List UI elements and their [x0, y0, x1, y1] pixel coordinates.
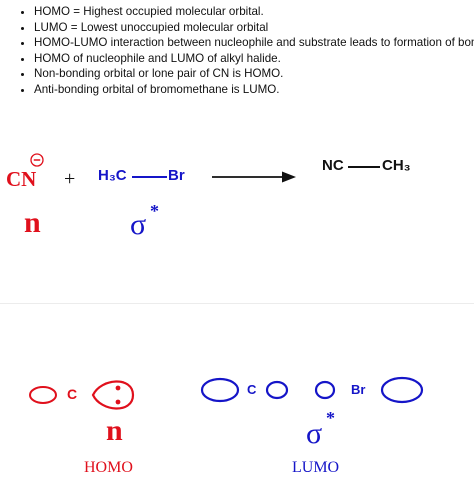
substrate-br: Br: [168, 167, 185, 184]
homo-carbon-label: C: [67, 386, 78, 402]
homo-label: HOMO: [84, 459, 133, 476]
lumo-carbon-label: C: [247, 382, 257, 397]
bond-line: [348, 166, 380, 168]
nucleophile-cn: CN: [6, 167, 37, 191]
large-lobe: [91, 380, 135, 410]
divider: [0, 303, 474, 304]
star-superscript: *: [326, 408, 335, 428]
lone-pair-electron: [115, 385, 121, 391]
small-lobe: [29, 386, 57, 404]
bullet-item: HOMO of nucleophile and LUMO of alkyl ha…: [34, 51, 474, 67]
bond-line: [132, 176, 167, 178]
bullet-item: Non-bonding orbital or lone pair of CN i…: [34, 66, 474, 82]
bullet-item: HOMO = Highest occupied molecular orbita…: [34, 4, 474, 20]
bromine-large-lobe: [380, 376, 424, 404]
nucleophile-orbital-n: n: [24, 206, 41, 239]
negative-charge-icon: [30, 153, 44, 167]
bullet-list: HOMO = Highest occupied molecular orbita…: [14, 4, 474, 98]
bullet-item: Anti-bonding orbital of bromomethane is …: [34, 82, 474, 98]
substrate-h3c: H₃C: [98, 167, 127, 184]
product-nc: NC: [322, 157, 344, 174]
plus-sign: +: [64, 168, 76, 190]
lumo-bromine-label: Br: [351, 382, 366, 397]
homo-orbital-diagram: [29, 380, 135, 410]
substrate-orbital-sigma: σ: [130, 208, 147, 241]
star-superscript: *: [150, 201, 159, 221]
bullet-item: LUMO = Lowest unoccupied molecular orbit…: [34, 20, 474, 36]
product-ch3: CH₃: [382, 157, 411, 174]
bullet-item: HOMO-LUMO interaction between nucleophil…: [34, 35, 474, 51]
lumo-orbital-diagram: [200, 376, 424, 404]
lumo-label: LUMO: [292, 459, 340, 476]
bromine-small-lobe: [314, 380, 336, 400]
carbon-large-lobe: [200, 377, 240, 403]
lumo-orbital-sigma: σ: [306, 417, 323, 450]
reaction-arrow-icon: [212, 171, 296, 183]
lone-pair-electron: [115, 399, 121, 405]
carbon-small-lobe: [265, 380, 289, 400]
homo-orbital-n: n: [106, 414, 123, 447]
